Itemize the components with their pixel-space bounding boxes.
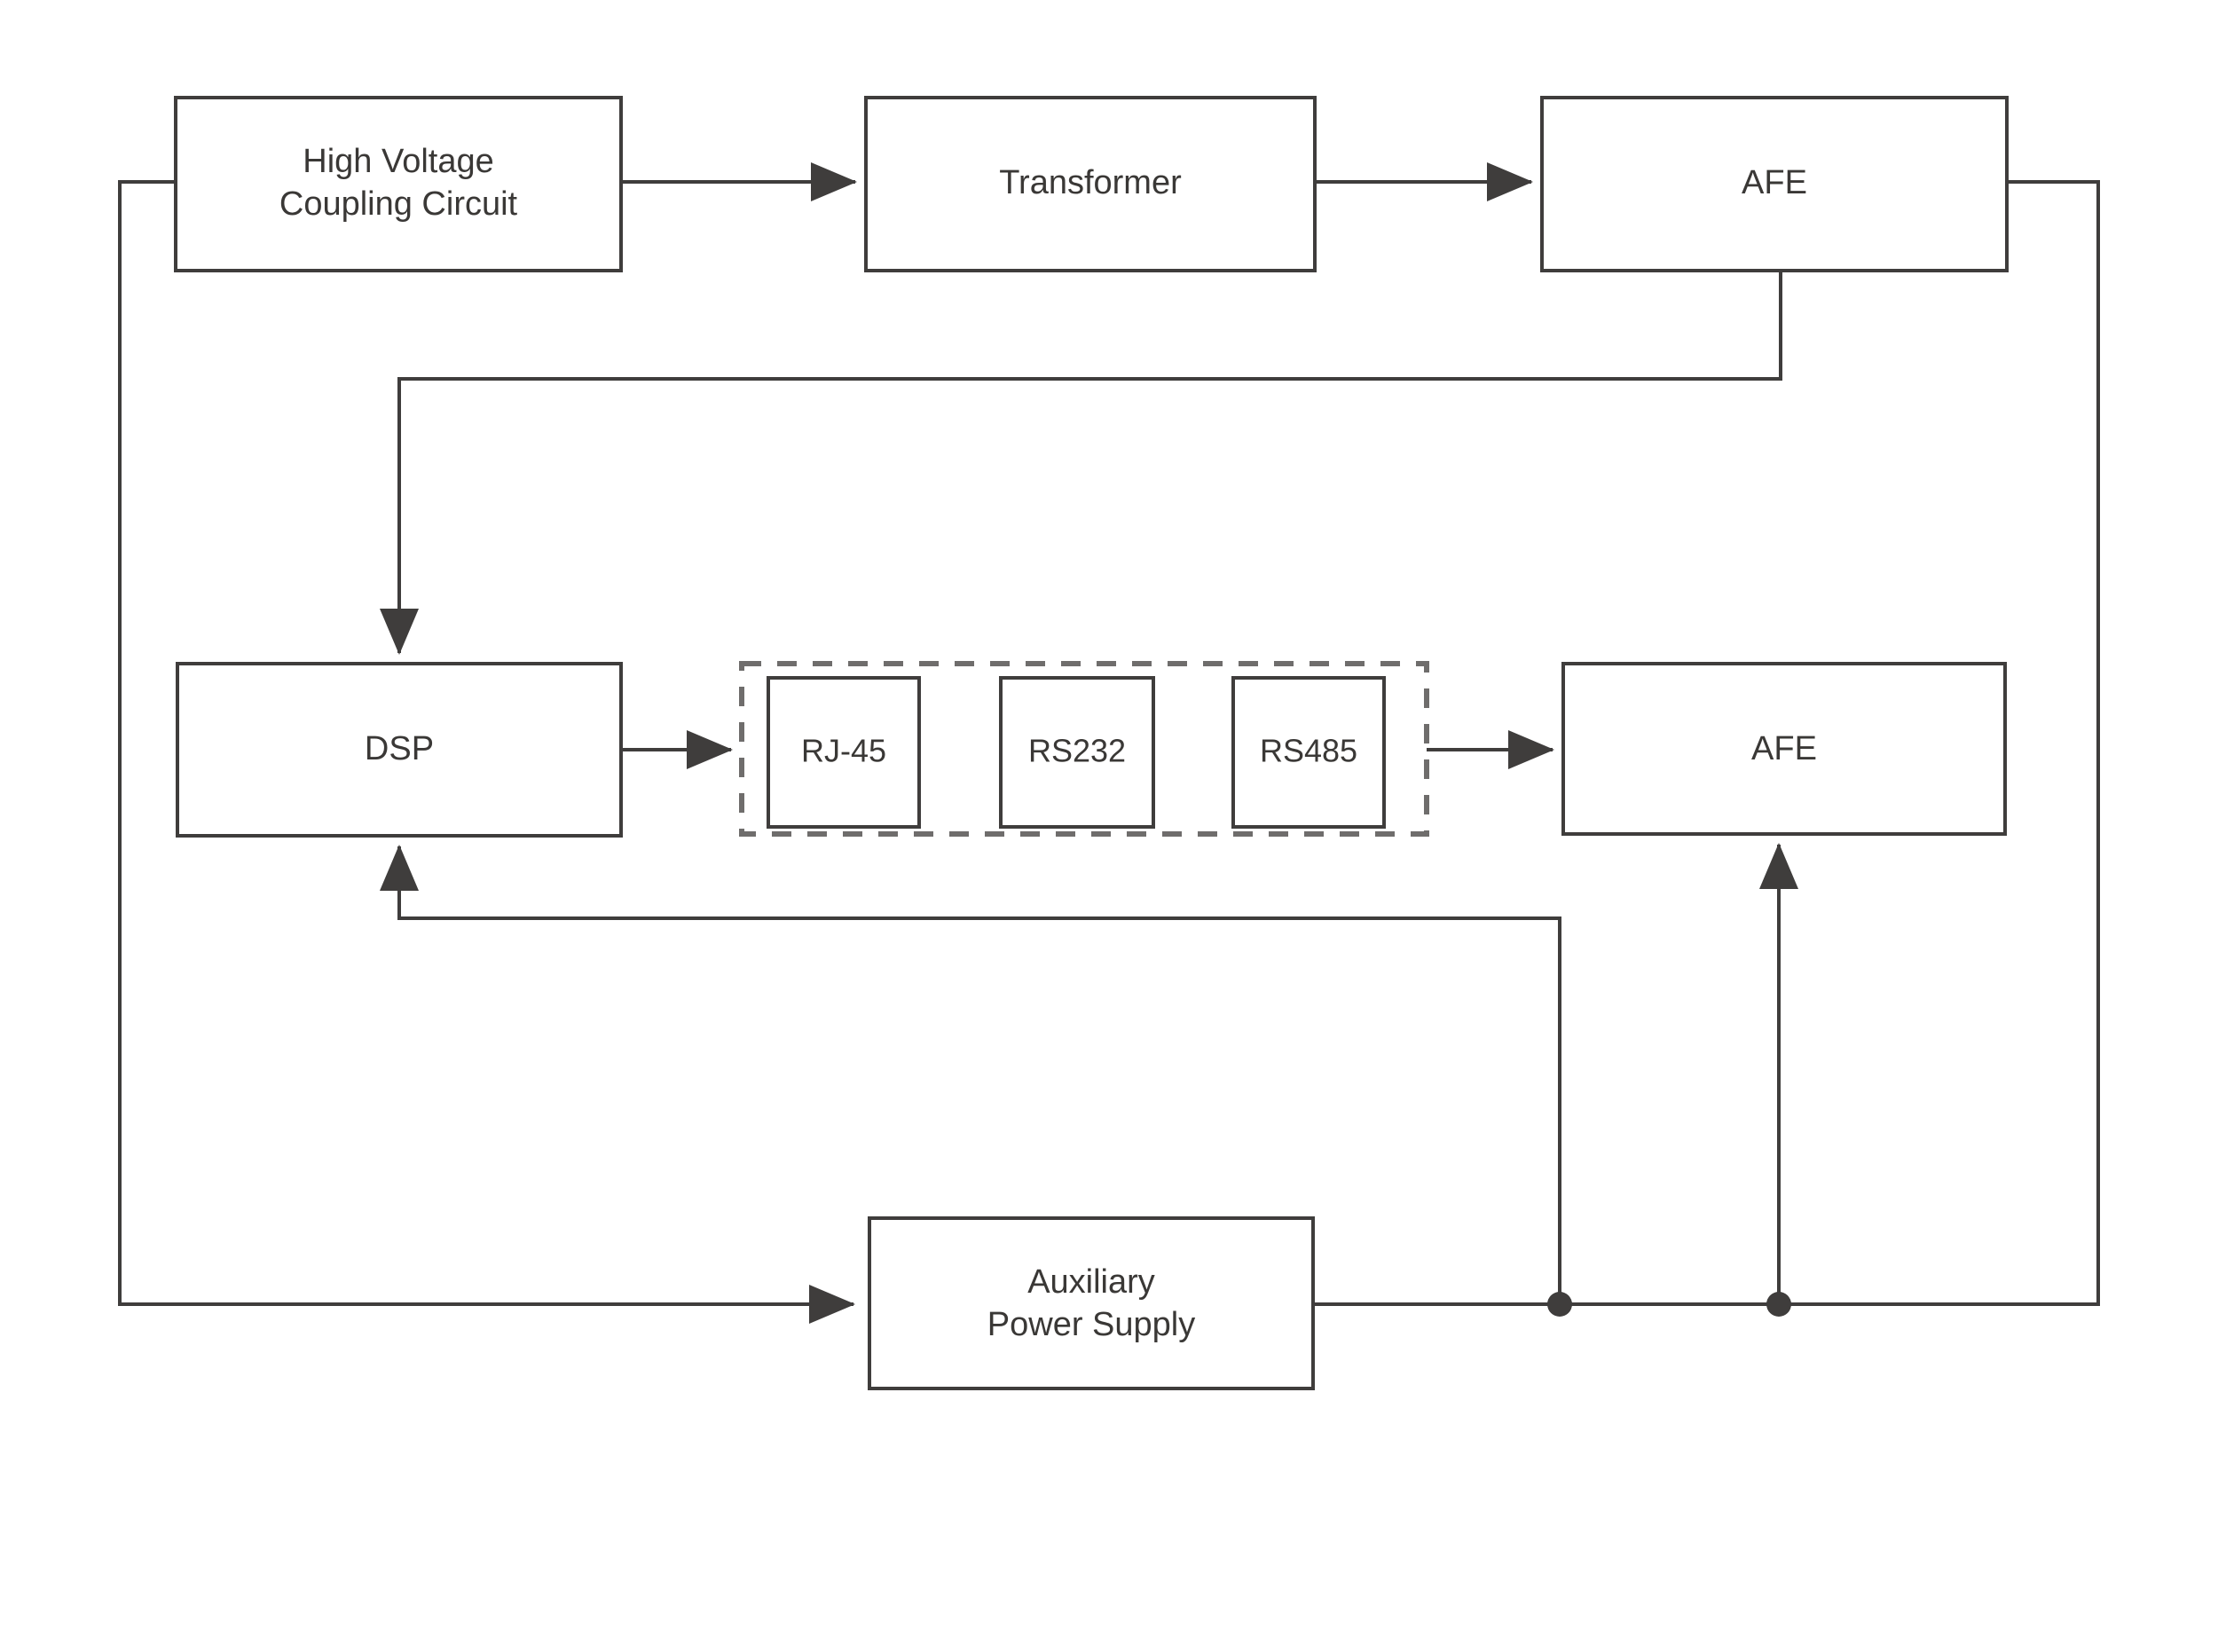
block-rect-afe-top [1540, 96, 2009, 272]
block-label-auxiliary-line1: Auxiliary [1027, 1263, 1155, 1301]
connector-afe-top-to-power-rail [1779, 180, 2100, 1306]
interface-label-rj-45: RJ-45 [801, 733, 886, 769]
block-auxiliary-power-supply[interactable]: Auxiliary Power Supply [868, 1216, 1315, 1390]
block-label-transformer: Transformer [999, 164, 1182, 201]
interface-item-rj-45[interactable]: RJ-45 [767, 676, 921, 829]
block-label-auxiliary-line2: Power Supply [987, 1306, 1195, 1343]
block-rect-high-voltage-coupling-circuit [174, 96, 623, 272]
junction-dot-dsp-power [1547, 1292, 1572, 1317]
block-high-voltage-coupling-circuit[interactable]: High Voltage Coupling Circuit [174, 96, 623, 272]
interface-item-rs232[interactable]: RS232 [999, 676, 1155, 829]
block-rect-afe-mid [1561, 662, 2007, 836]
block-afe-mid[interactable]: AFE [1561, 662, 2007, 836]
block-afe-top[interactable]: AFE [1540, 96, 2009, 272]
block-label-high-voltage-line2: Coupling Circuit [279, 185, 518, 223]
block-dsp[interactable]: DSP [176, 662, 623, 838]
block-rect-transformer [864, 96, 1317, 272]
junction-dot-afe-power [1766, 1292, 1791, 1317]
connector-power-rail-to-auxiliary [118, 180, 855, 1324]
block-label-afe-mid: AFE [1751, 730, 1817, 767]
block-label-high-voltage-line1: High Voltage [303, 143, 494, 180]
block-label-afe-top: AFE [1742, 164, 1807, 201]
interface-rect-rj-45 [767, 676, 921, 829]
block-rect-dsp [176, 662, 623, 838]
communication-interface-group[interactable]: RJ-45 RS232 RS485 [739, 661, 1429, 837]
block-label-dsp: DSP [365, 730, 434, 767]
interface-label-rs485: RS485 [1260, 733, 1357, 769]
interface-rect-rs232 [999, 676, 1155, 829]
interface-item-rs485[interactable]: RS485 [1231, 676, 1386, 829]
connector-afe-top-to-dsp [380, 271, 1782, 655]
block-rect-auxiliary-power-supply [868, 1216, 1315, 1390]
connector-rail-to-dsp [380, 845, 1561, 1304]
interface-label-rs232: RS232 [1028, 733, 1126, 769]
interface-rect-rs485 [1231, 676, 1386, 829]
block-transformer[interactable]: Transformer [864, 96, 1317, 272]
